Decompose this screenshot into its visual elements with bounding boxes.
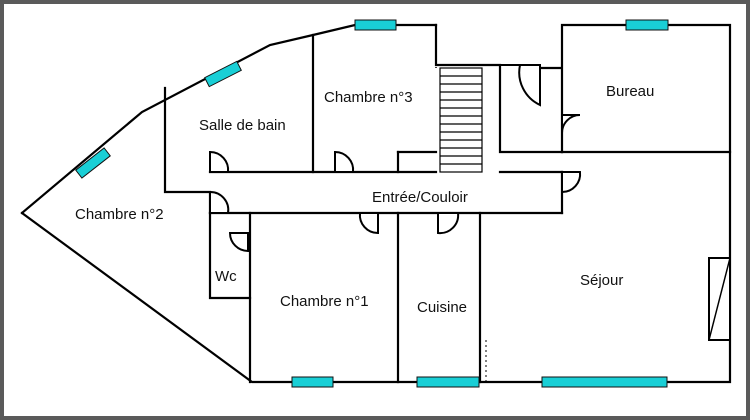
room-labels: Chambre n°2 Salle de bain Chambre n°3 Bu… (75, 83, 654, 316)
label-salle-de-bain: Salle de bain (199, 117, 286, 134)
door-sejour (561, 171, 582, 194)
label-sejour: Séjour (580, 272, 623, 289)
door-bureau (561, 114, 581, 134)
door-cuisine (437, 212, 460, 235)
window-chambre2 (75, 147, 111, 179)
door-entrance (500, 64, 541, 107)
window-bureau (625, 19, 669, 31)
door-bath (209, 150, 230, 173)
label-entree-couloir: Entrée/Couloir (372, 189, 468, 206)
staircase (435, 25, 483, 173)
door-chambre1 (358, 212, 379, 235)
doors (209, 64, 582, 382)
window-cuisine (416, 376, 480, 388)
door-wc (228, 232, 249, 253)
label-chambre1: Chambre n°1 (280, 293, 369, 310)
label-bureau: Bureau (606, 83, 654, 100)
windows (75, 19, 669, 388)
label-chambre3: Chambre n°3 (324, 89, 413, 106)
door-chambre3 (334, 150, 355, 173)
label-cuisine: Cuisine (417, 299, 467, 316)
window-bath (204, 60, 242, 88)
window-chambre1 (291, 376, 334, 388)
window-sejour (541, 376, 668, 388)
label-wc: Wc (215, 268, 237, 285)
label-chambre2: Chambre n°2 (75, 206, 164, 223)
fireplace (708, 257, 731, 341)
window-chambre3 (354, 19, 397, 31)
door-chambre2 (209, 190, 230, 214)
